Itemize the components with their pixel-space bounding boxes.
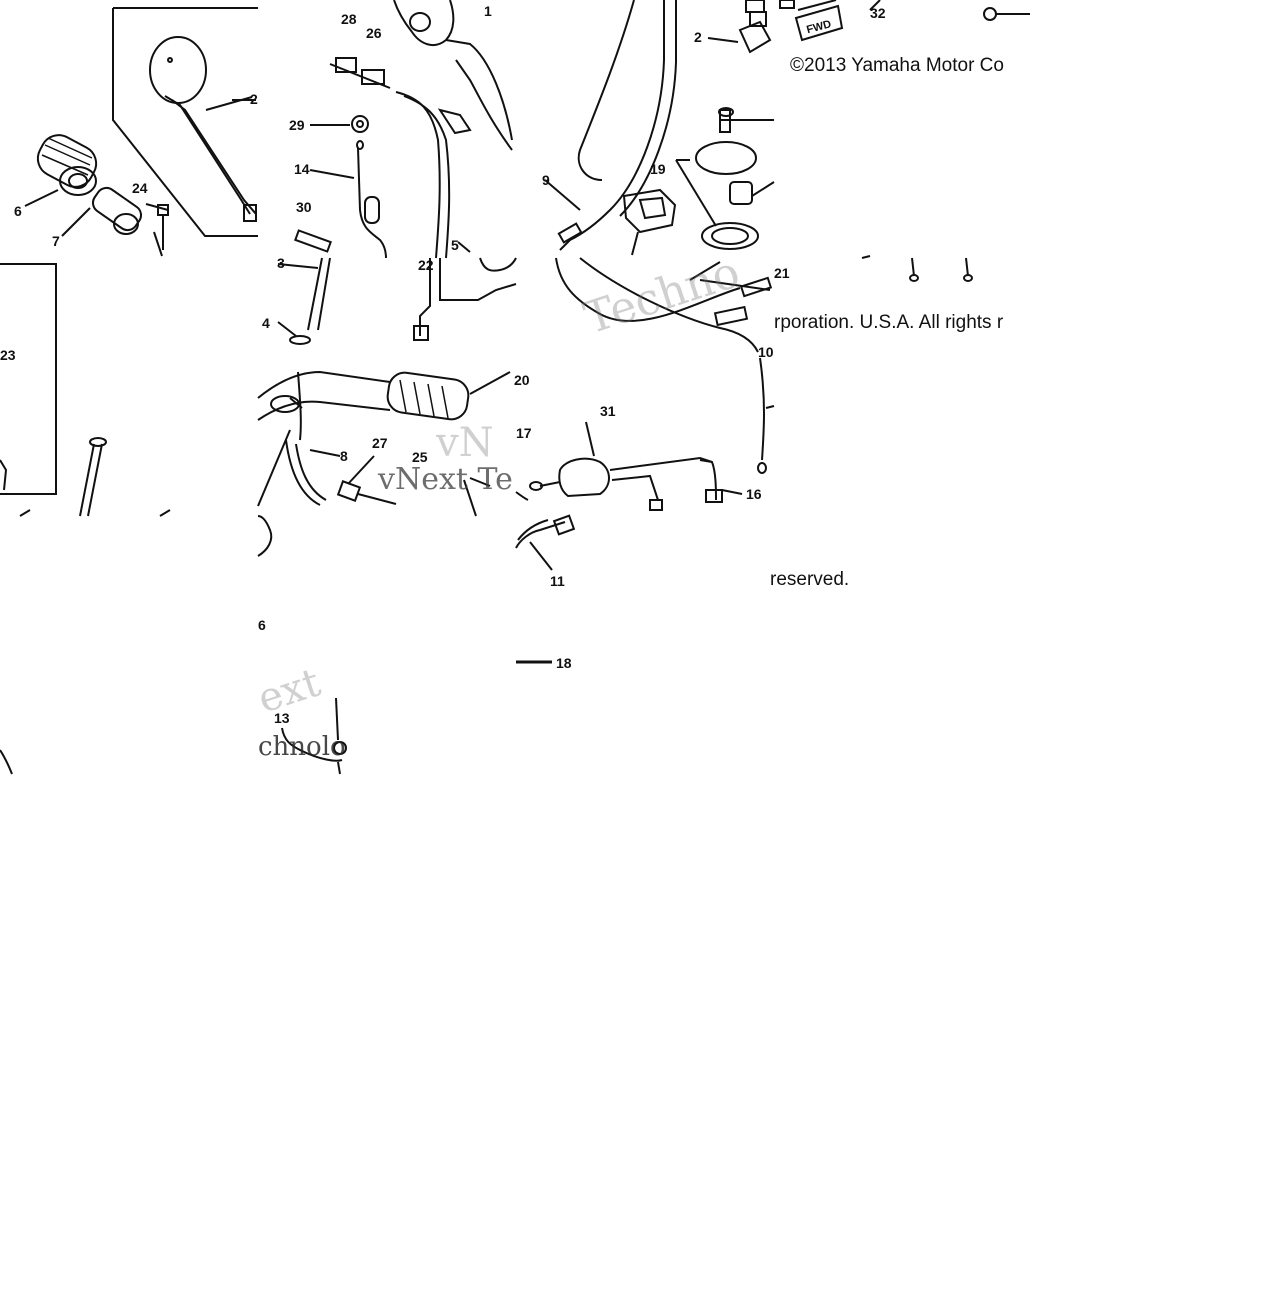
callout-17: 17 bbox=[516, 425, 532, 441]
callout-31: 31 bbox=[600, 403, 616, 419]
callout-16: 16 bbox=[746, 486, 762, 502]
nut-29 bbox=[310, 115, 369, 133]
throttle-shaft bbox=[79, 437, 107, 517]
screw-24 bbox=[145, 203, 169, 250]
callout-10: 10 bbox=[758, 344, 774, 360]
switch-31 bbox=[529, 421, 713, 511]
callout-8: 8 bbox=[340, 448, 348, 464]
cable-22 bbox=[413, 258, 517, 341]
callout-5: 5 bbox=[451, 237, 459, 253]
handlebar-20 bbox=[257, 370, 511, 441]
callout-6b: 6 bbox=[258, 617, 266, 633]
brake-cable-9 bbox=[544, 0, 677, 251]
callout-6: 6 bbox=[14, 203, 22, 219]
callout-25: 25 bbox=[412, 449, 428, 465]
fwd-tag-32 bbox=[779, 0, 881, 42]
callout-4: 4 bbox=[262, 315, 270, 331]
callout-labels: 1 2 2 3 4 5 6 6 7 8 9 10 11 13 14 16 17 … bbox=[0, 3, 886, 726]
clamp-27 bbox=[285, 439, 397, 506]
block-2 bbox=[707, 0, 772, 54]
frame-box-23 bbox=[0, 263, 57, 495]
callout-30: 30 bbox=[296, 199, 312, 215]
mirror-lower bbox=[257, 515, 347, 775]
copyright-line-3: reserved. bbox=[770, 569, 850, 590]
callout-19: 19 bbox=[650, 161, 666, 177]
copyright-line-1: ©2013 Yamaha Motor Co bbox=[790, 55, 1004, 76]
master-cylinder-19 bbox=[675, 107, 775, 250]
tube-3 bbox=[277, 257, 331, 331]
callout-13: 13 bbox=[274, 710, 290, 726]
callout-23: 23 bbox=[0, 347, 16, 363]
bolt-30 bbox=[294, 229, 332, 253]
callout-32: 32 bbox=[870, 5, 886, 21]
fwd-label: FWD bbox=[805, 18, 832, 36]
callout-18: 18 bbox=[556, 655, 572, 671]
callout-1: 1 bbox=[484, 3, 492, 19]
callout-3: 3 bbox=[277, 255, 285, 271]
copyright-line-2: rporation. U.S.A. All rights r bbox=[774, 312, 1004, 333]
bolt-11 bbox=[515, 514, 576, 664]
washer-4 bbox=[277, 321, 311, 345]
mirror-assembly-left bbox=[112, 7, 258, 237]
callout-22: 22 bbox=[418, 257, 434, 273]
callout-2b: 2 bbox=[250, 91, 258, 107]
callout-2: 2 bbox=[694, 29, 702, 45]
grip-left bbox=[36, 134, 98, 196]
callout-11: 11 bbox=[550, 573, 565, 589]
callout-21: 21 bbox=[774, 265, 790, 281]
callout-9: 9 bbox=[542, 172, 550, 188]
callout-14: 14 bbox=[294, 161, 310, 177]
bolt-right bbox=[983, 7, 1030, 21]
bolts-21 bbox=[861, 255, 973, 282]
callout-26: 26 bbox=[366, 25, 382, 41]
cable-14 bbox=[356, 140, 387, 259]
callout-20: 20 bbox=[514, 372, 530, 388]
callout-29: 29 bbox=[289, 117, 305, 133]
cable-10 bbox=[555, 257, 773, 353]
throttle-sleeve bbox=[91, 186, 163, 257]
switch-housing bbox=[622, 188, 677, 256]
callout-28: 28 bbox=[341, 11, 357, 27]
callout-24: 24 bbox=[132, 180, 148, 196]
callout-7: 7 bbox=[52, 233, 60, 249]
adjuster-26-28 bbox=[329, 57, 451, 259]
cable-16 bbox=[699, 357, 775, 503]
callout-27: 27 bbox=[372, 435, 388, 451]
lever-perch bbox=[393, 0, 513, 151]
